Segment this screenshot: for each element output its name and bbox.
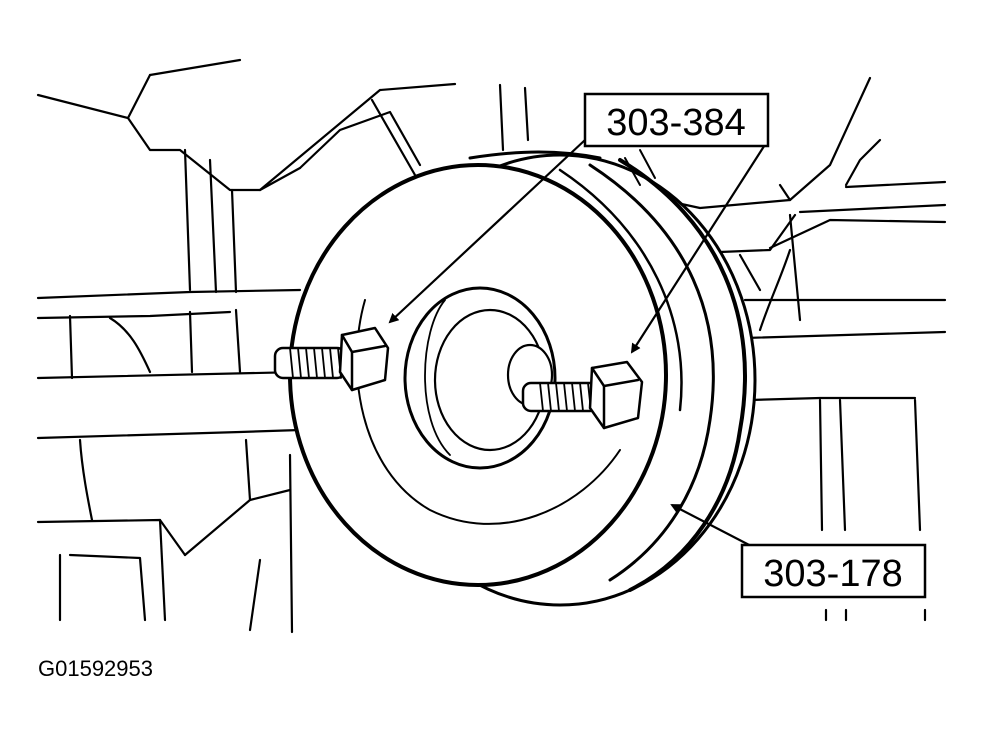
callout-303-178: 303-178 (740, 543, 927, 599)
pulley-assembly (288, 149, 757, 607)
left-bolt (273, 326, 390, 392)
leader-303-384-left (388, 139, 586, 324)
pulley-groove-2 (588, 163, 715, 582)
figure-id: G01592953 (38, 656, 153, 681)
callout-303-384: 303-384 (583, 92, 770, 148)
callout-303-384-label: 303-384 (606, 102, 745, 144)
pulley-groove-1 (618, 158, 747, 592)
engine-background (36, 58, 947, 634)
leader-303-384-right (630, 139, 769, 354)
right-bolt (521, 360, 644, 430)
leader-lines (388, 139, 769, 549)
leader-303-178 (670, 504, 756, 549)
callout-303-178-label: 303-178 (763, 553, 902, 595)
pulley-groove-3 (558, 168, 683, 412)
